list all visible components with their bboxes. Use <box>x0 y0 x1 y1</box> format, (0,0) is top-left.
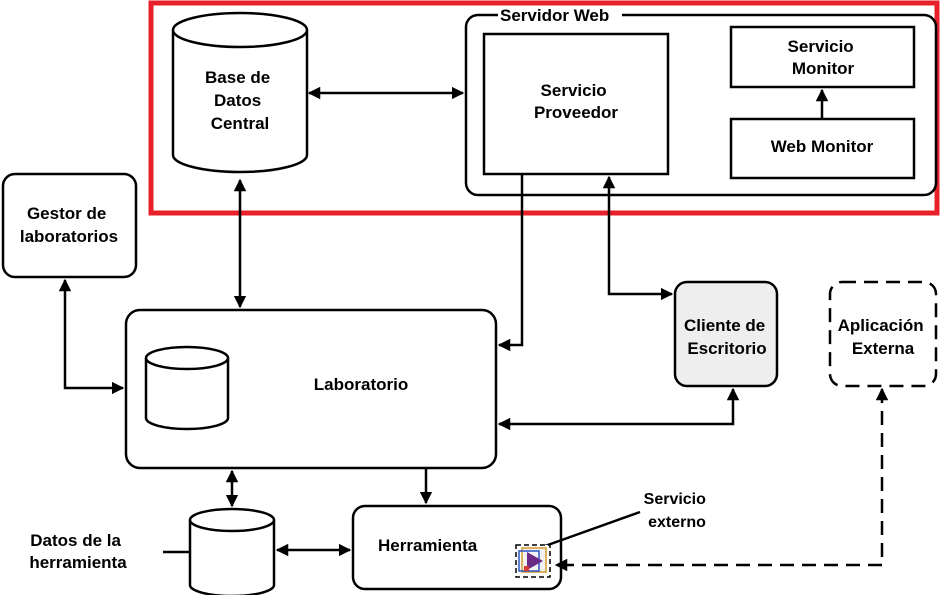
tool-box: Herramienta <box>351 504 563 591</box>
svg-text:Cliente de Escritorio: Cliente de Escritorio <box>684 316 770 358</box>
monitor-line-2: Monitor <box>792 59 855 78</box>
lab-manager-box: Gestor de laboratorios <box>1 172 138 279</box>
db-central-line-3: Central <box>211 114 270 133</box>
desktop-client-box: Cliente de Escritorio <box>673 280 779 388</box>
tool-data-line-2: herramienta <box>29 553 127 572</box>
tool-data-line-1: Datos de la <box>30 531 121 550</box>
laboratory-label: Laboratorio <box>314 375 408 394</box>
client-line-2: Escritorio <box>687 339 766 358</box>
play-plugin-icon <box>515 544 551 578</box>
external-app-line-2: Externa <box>852 339 915 358</box>
arrow-provider-client <box>602 175 674 301</box>
tool-data-database: Datos de la herramienta <box>29 507 276 595</box>
external-app-box: Aplicación Externa <box>828 280 938 388</box>
ext-service-line-1: Servicio <box>644 491 706 508</box>
manager-line-1: Gestor de <box>27 204 106 223</box>
central-database: Base de Datos Central <box>171 11 309 174</box>
svg-text:Servicio Monitor: Servicio Monitor <box>788 37 859 78</box>
external-service-label: Servicio externo <box>644 491 711 531</box>
external-app-line-1: Aplicación <box>838 316 924 335</box>
db-central-line-2: Datos <box>214 91 261 110</box>
ext-service-line-2: externo <box>648 514 706 531</box>
monitor-line-1: Servicio <box>788 37 854 56</box>
arrow-extapp-service <box>554 387 889 572</box>
svg-text:Gestor de laboratorios: Gestor de laboratorios <box>20 204 118 246</box>
web-server-title: Servidor Web <box>500 6 609 25</box>
arrow-manager-lab <box>58 278 125 395</box>
svg-text:Datos de la herramienta: Datos de la herramienta <box>29 531 127 572</box>
manager-line-2: laboratorios <box>20 227 118 246</box>
client-line-1: Cliente de <box>684 316 765 335</box>
monitor-service-box: Servicio Monitor <box>729 25 916 89</box>
db-central-line-1: Base de <box>205 68 270 87</box>
arrow-provider-lab <box>497 174 524 352</box>
provider-service-box: Servicio Proveedor <box>482 32 670 176</box>
web-monitor-label: Web Monitor <box>771 137 874 156</box>
svg-text:Servicio Proveedor: Servicio Proveedor <box>534 81 618 122</box>
laboratory-box: Laboratorio <box>124 308 498 470</box>
arrow-lab-client <box>497 387 740 431</box>
tool-label: Herramienta <box>378 536 478 555</box>
provider-line-2: Proveedor <box>534 103 618 122</box>
svg-text:Aplicación Externa: Aplicación Externa <box>838 316 929 358</box>
connectors <box>58 86 889 572</box>
web-monitor-box: Web Monitor <box>729 117 916 180</box>
provider-line-1: Servicio <box>541 81 607 100</box>
svg-text:Base de Datos Cent: Base de Datos Central <box>205 68 275 133</box>
